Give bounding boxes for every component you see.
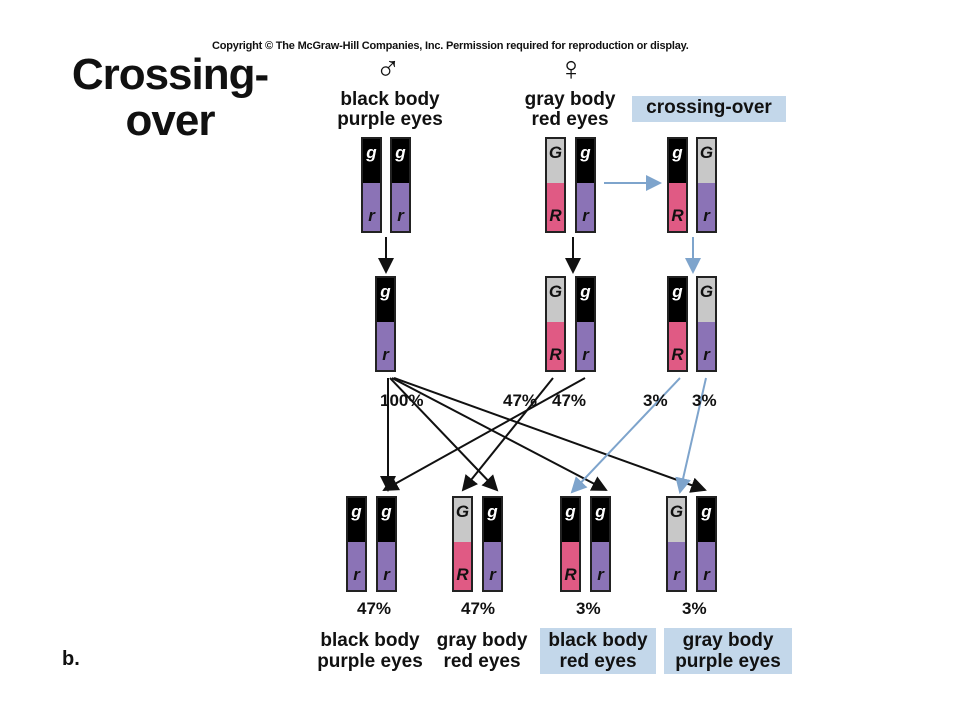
offspring-4-line-2: purple eyes xyxy=(675,651,781,672)
allele-label: g xyxy=(395,143,406,162)
chromosome: g R xyxy=(560,496,581,592)
arrow-female-b-to-off1 xyxy=(382,377,586,491)
allele-label: r xyxy=(703,206,710,225)
male-label-line-1: black body xyxy=(340,89,440,110)
chromosome: G R xyxy=(545,276,566,372)
allele-label: g xyxy=(380,282,391,301)
allele-label: G xyxy=(548,143,563,162)
allele-label: g xyxy=(580,143,591,162)
allele-label: r xyxy=(489,565,496,584)
chromosome: G r xyxy=(666,496,687,592)
chromosome: G r xyxy=(696,276,717,372)
allele-label: r xyxy=(383,565,390,584)
chromosome: g r xyxy=(575,137,596,233)
allele-label: r xyxy=(582,206,589,225)
allele-label: r xyxy=(673,565,680,584)
female-gamete-percent-a: 47% xyxy=(503,391,538,410)
part-label: b. xyxy=(62,648,80,670)
chromosome: g r xyxy=(390,137,411,233)
offspring-1-line-2: purple eyes xyxy=(317,651,423,672)
offspring-4-percent: 3% xyxy=(682,599,707,618)
arrow-recomb-a-to-off3 xyxy=(570,377,681,494)
female-label-line-1: gray body xyxy=(524,89,616,110)
chromosome: g r xyxy=(696,496,717,592)
allele-label: g xyxy=(701,502,712,521)
offspring-1-label: black body purple eyes xyxy=(308,630,432,672)
chromosome: g R xyxy=(667,137,688,233)
recomb-percent-a: 3% xyxy=(643,391,668,410)
page-title: Crossing- over xyxy=(55,52,285,144)
recomb-percent-b: 3% xyxy=(692,391,717,410)
offspring-4-label: gray body purple eyes xyxy=(664,628,792,674)
allele-label: g xyxy=(351,502,362,521)
allele-label: r xyxy=(703,565,710,584)
chromosome: g r xyxy=(361,137,382,233)
allele-label: r xyxy=(597,565,604,584)
chromosome: G r xyxy=(696,137,717,233)
allele-label: G xyxy=(548,282,563,301)
allele-label: G xyxy=(699,143,714,162)
male-label-line-2: purple eyes xyxy=(337,109,443,130)
female-label-line-2: red eyes xyxy=(531,109,609,130)
allele-label: r xyxy=(582,345,589,364)
offspring-3-line-2: red eyes xyxy=(559,651,637,672)
allele-label: r xyxy=(353,565,360,584)
arrow-recomb-b-to-off4 xyxy=(675,377,707,494)
offspring-1-percent: 47% xyxy=(357,599,392,618)
chromosome: g r xyxy=(590,496,611,592)
allele-label: r xyxy=(397,206,404,225)
offspring-3-line-1: black body xyxy=(548,630,648,651)
allele-label: R xyxy=(549,206,562,225)
allele-label: G xyxy=(669,502,684,521)
allele-label: R xyxy=(671,345,684,364)
chromosome: g R xyxy=(667,276,688,372)
allele-label: g xyxy=(595,502,606,521)
female-symbol-icon: ♀ xyxy=(558,50,584,88)
allele-label: R xyxy=(671,206,684,225)
title-line-2: over xyxy=(125,96,216,145)
allele-label: r xyxy=(703,345,710,364)
allele-label: g xyxy=(381,502,392,521)
offspring-3-percent: 3% xyxy=(576,599,601,618)
arrow-male-to-off3 xyxy=(391,377,608,491)
allele-label: R xyxy=(549,345,562,364)
offspring-1-line-1: black body xyxy=(320,630,420,651)
title-line-1: Crossing- xyxy=(71,50,269,99)
chromosome: g r xyxy=(375,276,396,372)
allele-label: r xyxy=(368,206,375,225)
offspring-2-line-2: red eyes xyxy=(443,651,521,672)
allele-label: g xyxy=(672,143,683,162)
copyright-notice: Copyright © The McGraw-Hill Companies, I… xyxy=(212,40,689,52)
chromosome: G R xyxy=(452,496,473,592)
allele-label: r xyxy=(382,345,389,364)
chromosome: g r xyxy=(575,276,596,372)
allele-label: g xyxy=(580,282,591,301)
allele-label: g xyxy=(672,282,683,301)
chromosome: g r xyxy=(346,496,367,592)
offspring-4-line-1: gray body xyxy=(682,630,774,651)
male-gamete-percent: 100% xyxy=(380,391,424,410)
allele-label: g xyxy=(487,502,498,521)
crossing-over-label: crossing-over xyxy=(632,96,786,122)
offspring-3-label: black body red eyes xyxy=(540,628,656,674)
offspring-2-label: gray body red eyes xyxy=(430,630,534,672)
arrow-female-a-to-off2 xyxy=(461,377,554,492)
allele-label: G xyxy=(699,282,714,301)
allele-label: R xyxy=(456,565,469,584)
allele-label: G xyxy=(455,502,470,521)
chromosome: g r xyxy=(482,496,503,592)
arrow-male-to-off4 xyxy=(393,377,707,493)
female-parent-label: gray body red eyes xyxy=(505,90,635,130)
male-parent-label: black body purple eyes xyxy=(320,90,460,130)
allele-label: g xyxy=(565,502,576,521)
offspring-2-percent: 47% xyxy=(461,599,496,618)
chromosome: g r xyxy=(376,496,397,592)
allele-label: g xyxy=(366,143,377,162)
chromosome: G R xyxy=(545,137,566,233)
allele-label: R xyxy=(564,565,577,584)
offspring-2-line-1: gray body xyxy=(436,630,528,651)
female-gamete-percent-b: 47% xyxy=(552,391,587,410)
male-symbol-icon: ♂ xyxy=(375,50,401,88)
